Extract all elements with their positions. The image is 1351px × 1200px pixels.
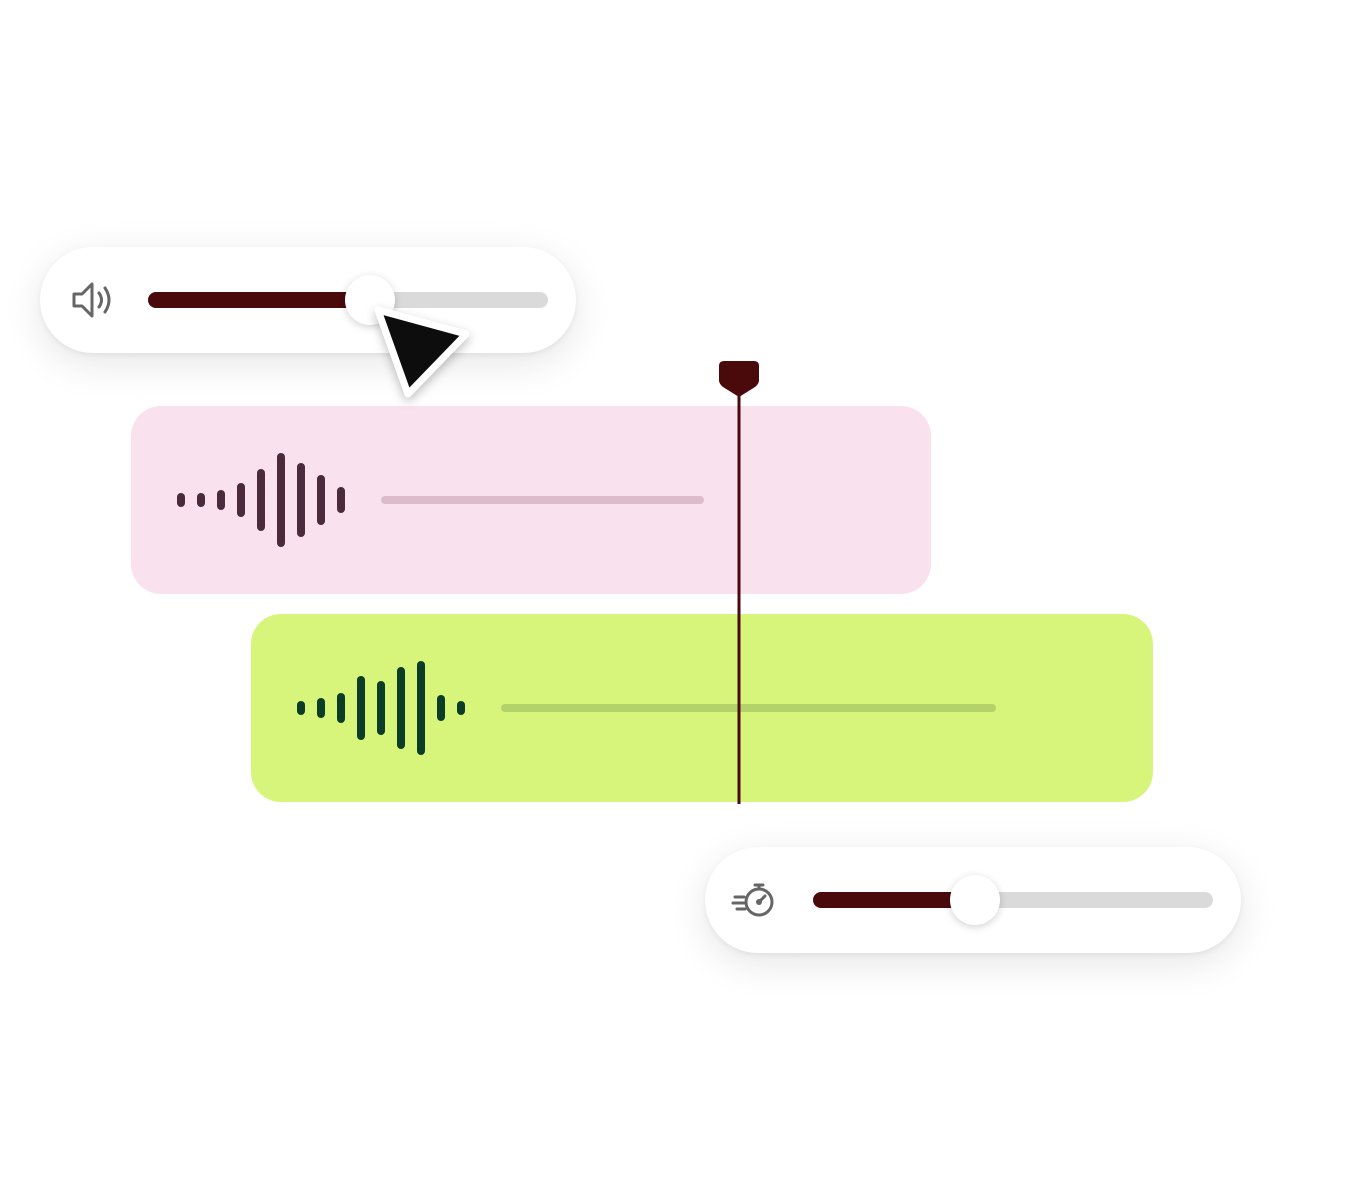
waveform-bar: [237, 483, 245, 517]
waveform-bar: [457, 701, 465, 715]
waveform-bar: [177, 493, 185, 507]
volume-slider-fill: [148, 292, 370, 308]
waveform-bar: [357, 676, 365, 740]
volume-slider[interactable]: [148, 275, 548, 325]
waveform-bar: [317, 698, 325, 718]
speed-slider-fill: [813, 892, 975, 908]
waveform-bar: [397, 667, 405, 749]
waveform-bar: [337, 487, 345, 513]
waveform-icon: [297, 658, 477, 758]
waveform-bar: [417, 661, 425, 755]
volume-control: [40, 247, 576, 353]
waveform-bar: [377, 681, 385, 735]
waveform-bar: [277, 453, 285, 547]
playhead[interactable]: [718, 360, 760, 804]
waveform-bar: [257, 469, 265, 531]
audio-clip-bar[interactable]: [381, 496, 704, 504]
waveform-bar: [297, 701, 305, 715]
audio-track-2[interactable]: [251, 614, 1153, 802]
audio-clip-bar[interactable]: [501, 704, 996, 712]
waveform-icon: [177, 450, 357, 550]
waveform-bar: [217, 490, 225, 510]
waveform-bar: [317, 475, 325, 525]
waveform-bar: [437, 695, 445, 721]
playhead-marker-icon: [719, 361, 759, 397]
speed-control: [705, 847, 1241, 953]
pointer-arrow-icon: [366, 296, 484, 414]
waveform-bar: [297, 463, 305, 537]
audio-track-1[interactable]: [131, 406, 931, 594]
speedometer-icon[interactable]: [729, 873, 783, 927]
speaker-icon[interactable]: [66, 273, 120, 327]
waveform-bar: [197, 493, 205, 507]
speed-slider[interactable]: [813, 875, 1213, 925]
speed-slider-thumb[interactable]: [950, 875, 1000, 925]
waveform-bar: [337, 693, 345, 723]
